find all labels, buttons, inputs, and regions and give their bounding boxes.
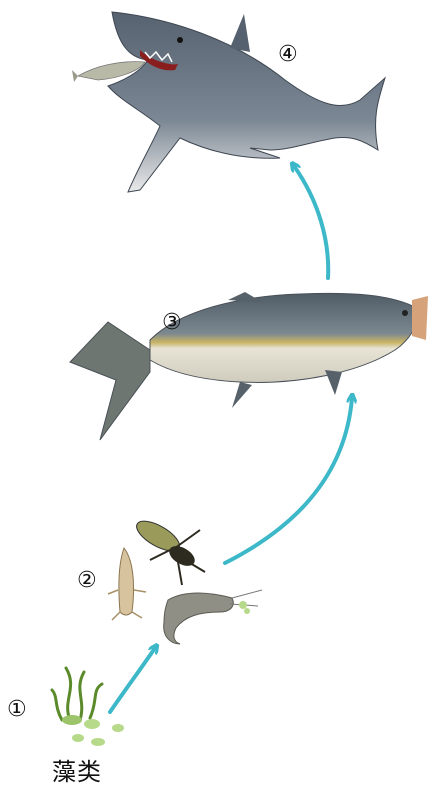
arrow-3-to-4 <box>294 166 328 278</box>
shark-icon <box>108 12 385 192</box>
node-marker-4: ④ <box>278 44 298 66</box>
node-marker-3: ③ <box>162 312 182 334</box>
tuna-icon <box>70 292 428 440</box>
arrow-2-to-3 <box>225 398 352 563</box>
krill-icon <box>108 548 146 620</box>
algae-caption: 藻类 <box>52 752 102 787</box>
shrimp-icon <box>164 590 262 644</box>
node-marker-1: ① <box>7 699 27 721</box>
node-marker-2: ② <box>77 570 97 592</box>
water-insect-icon <box>132 515 205 585</box>
arrow-1-to-2 <box>110 648 155 712</box>
